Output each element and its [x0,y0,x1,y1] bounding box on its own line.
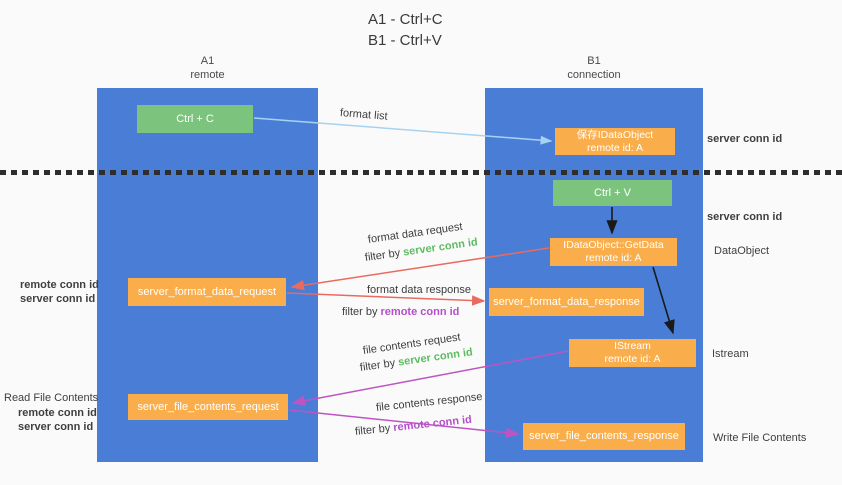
istream-label: Istream [712,348,749,360]
node-istream: IStream remote id: A [569,339,696,367]
write-file-contents-label: Write File Contents [713,432,807,444]
right-server-conn-id-label-mid: server conn id [707,211,783,223]
filter-by-text: filter by [342,306,378,318]
node-server-format-data-request: server_format_data_request [128,278,286,306]
node-server-format-data-response: server_format_data_response [489,288,644,316]
title-line-1: A1 - Ctrl+C [368,11,443,28]
format-data-response-label: format data response [367,284,471,296]
node-server-format-data-response-label: server_format_data_response [493,295,640,308]
format-list-arrow [253,117,553,145]
node-save-idataobject-line1: 保存IDataObject [576,128,654,141]
format-data-request-arrow [290,247,550,291]
dataobject-label: DataObject [714,245,770,257]
machine-boundary-dotted-line [0,170,842,175]
node-ctrl-v: Ctrl + V [553,180,672,206]
right-server-conn-id-label-top: server conn id [707,133,783,145]
node-istream-line2: remote id: A [604,353,661,365]
lane-a1-subtitle: remote [190,69,225,81]
lane-b1-title: B1 [587,55,601,67]
diagram-title: A1 - Ctrl+C B1 - Ctrl+V [368,9,443,51]
node-ctrl-c-label: Ctrl + C [176,112,214,125]
filter-by-remote-conn-id-label-1: filter by remote conn id [342,306,459,318]
left-server-conn-id-label-1: server conn id [20,293,96,305]
node-save-idataobject-line2: remote id: A [586,141,644,154]
getdata-to-istream-arrow [652,266,675,335]
node-ctrl-v-label: Ctrl + V [594,186,631,199]
node-idataobject-getdata: IDataObject::GetData remote id: A [550,238,677,266]
left-server-conn-id-label-2: server conn id [18,421,94,433]
format-data-response-arrow [286,292,486,306]
left-remote-conn-id-label-2: remote conn id [18,407,97,419]
node-idataobject-getdata-line2: remote id: A [585,252,642,264]
file-contents-request-arrow [291,350,569,406]
read-file-contents-label: Read File Contents [4,392,99,404]
node-server-file-contents-response-label: server_file_contents_response [529,430,679,442]
left-remote-conn-id-label-1: remote conn id [20,279,99,291]
node-server-file-contents-request-label: server_file_contents_request [137,400,279,413]
lane-a1-title: A1 [200,55,215,67]
lane-header-b1: B1 connection [485,54,703,82]
remote-conn-id-text: remote conn id [380,306,460,318]
node-server-file-contents-response: server_file_contents_response [523,423,685,450]
file-contents-response-arrow [288,409,520,438]
lane-header-a1: A1 remote [97,54,318,82]
lane-b1-subtitle: connection [567,69,621,81]
node-istream-line1: IStream [614,340,651,352]
node-ctrl-c: Ctrl + C [137,105,253,133]
title-line-2: B1 - Ctrl+V [368,32,442,49]
node-server-format-data-request-label: server_format_data_request [137,285,277,298]
node-idataobject-getdata-line1: IDataObject::GetData [563,239,664,251]
node-server-file-contents-request: server_file_contents_request [128,394,288,420]
node-save-idataobject: 保存IDataObject remote id: A [555,128,675,155]
